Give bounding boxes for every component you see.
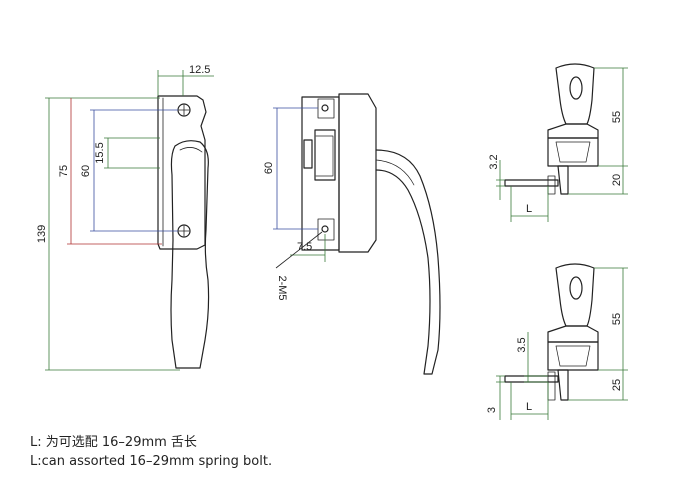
dim-bottom-right-L: L <box>526 401 532 413</box>
dim-front-60: 60 <box>80 165 92 177</box>
dim-top-right-L: L <box>526 203 532 215</box>
lock-detail-bottom <box>504 263 599 401</box>
front-view-handle <box>157 95 210 369</box>
dim-front-75: 75 <box>58 165 70 177</box>
dim-front-hole-gap: 15.5 <box>94 142 106 163</box>
dim-top-right-20: 20 <box>611 174 623 186</box>
dim-bottom-right-55: 55 <box>611 313 623 325</box>
dim-front-width: 12.5 <box>189 64 210 76</box>
note-chinese: L: 为可选配 16–29mm 舌长 <box>30 435 197 450</box>
dim-top-right-55: 55 <box>611 111 623 123</box>
dim-side-60: 60 <box>263 162 275 174</box>
dim-front-total: 139 <box>36 225 48 243</box>
dim-top-right-3-2: 3.2 <box>488 154 500 169</box>
side-view-handle <box>301 93 441 375</box>
dim-side-offset: 7.5 <box>297 241 312 253</box>
side-screw-bottom <box>321 225 329 233</box>
dim-bottom-right-3-5: 3.5 <box>516 337 528 352</box>
dim-side-screw: 2-M5 <box>276 275 288 300</box>
dimension-lines <box>45 67 628 420</box>
dim-bottom-right-25: 25 <box>611 379 623 391</box>
side-screw-top <box>321 104 329 112</box>
lock-detail-top <box>504 63 599 195</box>
dim-bottom-right-3: 3 <box>486 407 498 413</box>
note-english: L:can assorted 16–29mm spring bolt. <box>30 454 273 469</box>
